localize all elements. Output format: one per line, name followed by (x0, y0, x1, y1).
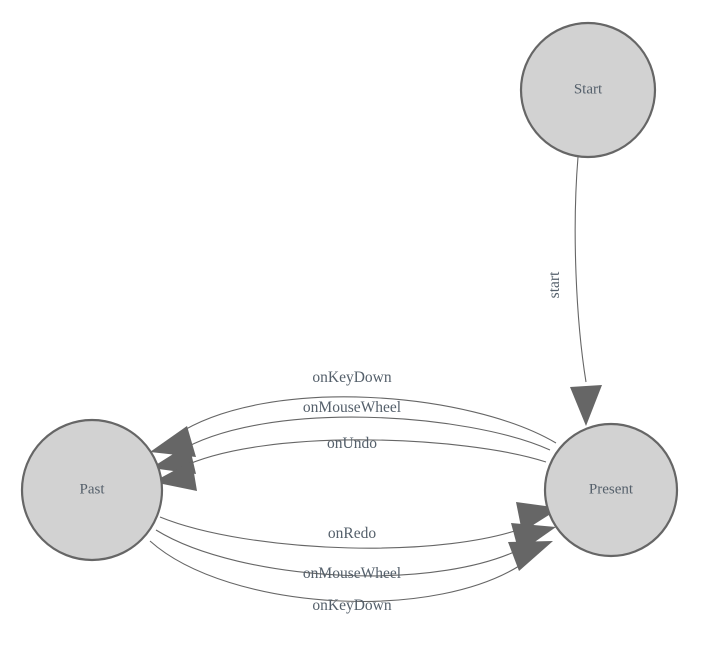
arrowhead-past-present-3 (508, 541, 553, 571)
start-node-circle[interactable] (519, 21, 657, 159)
edge-path-present-past-1 (175, 396, 557, 444)
edge-past-to-present-onkeydown: onKeyDown (149, 540, 553, 614)
arrowhead-start-present (570, 385, 602, 426)
edge-label-start: start (546, 271, 563, 298)
state-node-past[interactable]: Past (20, 418, 164, 562)
past-node-label: Past (79, 481, 105, 497)
edge-label-past-present-onkeydown: onKeyDown (312, 597, 391, 614)
edge-path-present-past-3 (179, 439, 547, 469)
present-node-circle[interactable] (543, 422, 679, 558)
edge-path-past-present-1 (159, 516, 535, 549)
edge-path-past-present-3 (149, 540, 529, 602)
edge-path-start-present (574, 156, 587, 383)
edge-label-past-present-onredo: onRedo (328, 525, 376, 542)
edge-label-present-past-onmousewheel: onMouseWheel (303, 399, 401, 416)
edge-path-past-present-2 (155, 529, 531, 577)
edge-label-past-present-onmousewheel: onMouseWheel (303, 565, 401, 582)
edge-label-present-past-onkeydown: onKeyDown (312, 369, 391, 386)
edge-past-to-present-onredo: onRedo (159, 502, 560, 549)
present-node-label: Present (589, 481, 634, 497)
state-node-present[interactable]: Present (543, 422, 679, 558)
edge-present-to-past-onundo: onUndo (153, 435, 547, 491)
edge-label-present-past-onundo: onUndo (327, 435, 377, 452)
past-node-circle[interactable] (20, 418, 164, 562)
start-node-label: Start (574, 81, 603, 97)
arrowhead-present-past-3 (153, 461, 197, 491)
edge-start-to-present: start (546, 156, 602, 426)
state-node-start[interactable]: Start (519, 21, 657, 159)
edge-path-present-past-2 (177, 416, 551, 453)
